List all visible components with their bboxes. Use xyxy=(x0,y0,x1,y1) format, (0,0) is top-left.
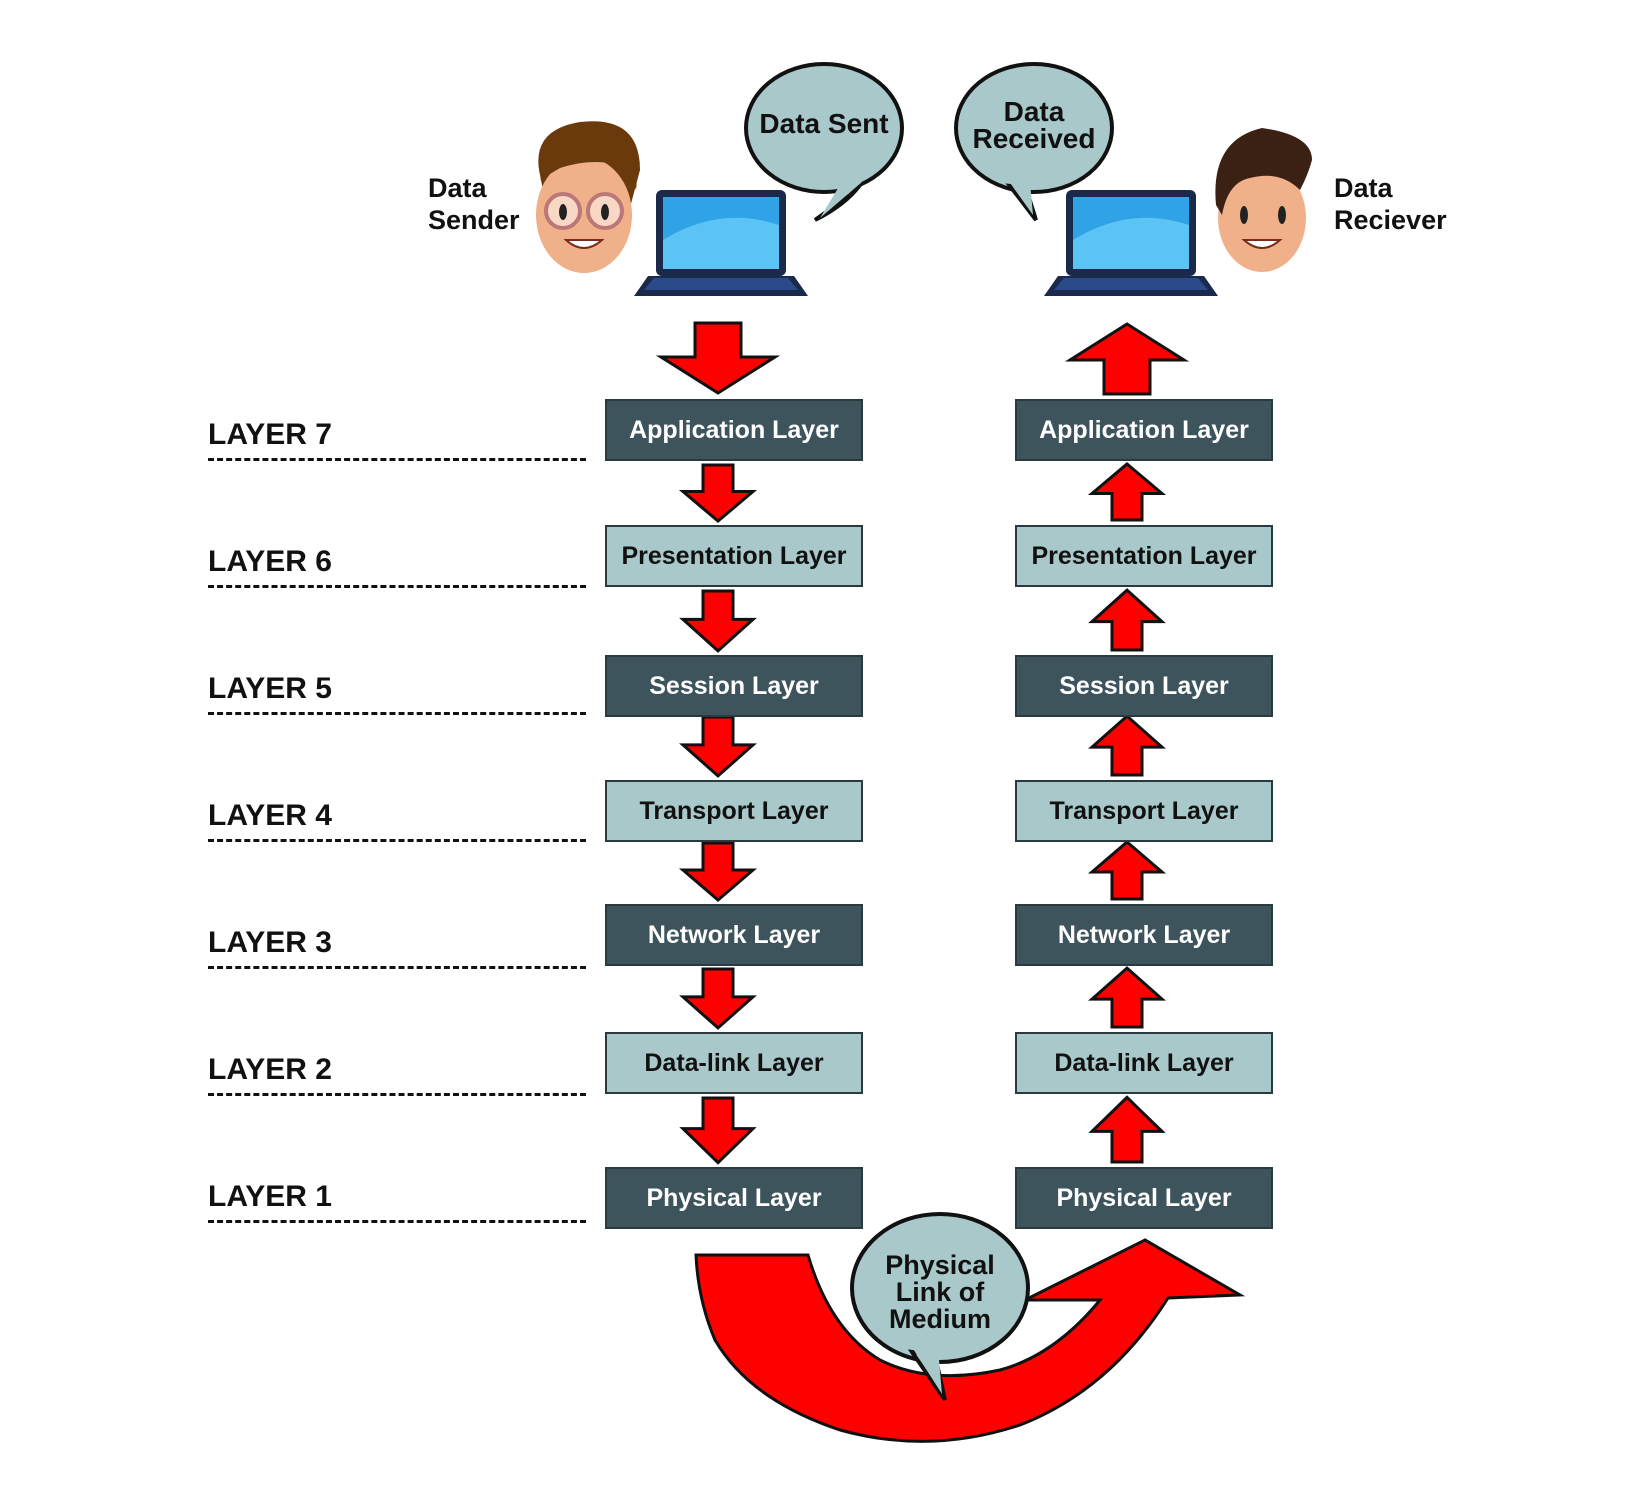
dashed-divider xyxy=(208,712,586,715)
dashed-divider xyxy=(208,1220,586,1223)
receiver-session-layer: Session Layer xyxy=(1015,655,1273,717)
sender-laptop-icon xyxy=(634,190,808,296)
sender-presentation-layer: Presentation Layer xyxy=(605,525,863,587)
receiver-datalink-layer: Data-link Layer xyxy=(1015,1032,1273,1094)
layer-label-4: LAYER 4 xyxy=(208,799,588,842)
down-arrow-icon xyxy=(679,715,757,778)
receiver-application-layer: Application Layer xyxy=(1015,399,1273,461)
layer-label-5: LAYER 5 xyxy=(208,672,588,715)
sender-transport-layer: Transport Layer xyxy=(605,780,863,842)
receiver-avatar-icon xyxy=(1215,128,1312,272)
sender-datalink-layer: Data-link Layer xyxy=(605,1032,863,1094)
sender-physical-layer: Physical Layer xyxy=(605,1167,863,1229)
data-received-bubble xyxy=(954,62,1114,222)
receiver-presentation-layer: Presentation Layer xyxy=(1015,525,1273,587)
layer-label-7: LAYER 7 xyxy=(208,418,588,461)
physical-link-text: Physical Link of Medium xyxy=(852,1252,1028,1333)
physical-link-line2: Link of xyxy=(895,1277,985,1307)
dashed-divider xyxy=(208,839,586,842)
layer-label-2: LAYER 2 xyxy=(208,1053,588,1096)
sender-caption-line1: Data xyxy=(428,173,487,203)
arrows-group xyxy=(655,321,1190,1165)
dashed-divider xyxy=(208,1093,586,1096)
down-arrow-icon xyxy=(655,321,781,395)
sender-caption: Data Sender xyxy=(428,172,520,236)
sender-caption-line2: Sender xyxy=(428,205,520,235)
receiver-caption-line1: Data xyxy=(1334,173,1393,203)
up-arrow-icon xyxy=(1088,966,1166,1029)
physical-medium-u-arrow xyxy=(694,1238,1246,1443)
data-received-text: Data Received xyxy=(956,96,1112,154)
physical-link-line3: Medium xyxy=(888,1304,991,1334)
data-received-line2: Received xyxy=(972,123,1096,154)
receiver-transport-layer: Transport Layer xyxy=(1015,780,1273,842)
receiver-caption: Data Reciever xyxy=(1334,172,1447,236)
up-arrow-icon xyxy=(1064,322,1190,396)
dashed-divider xyxy=(208,585,586,588)
down-arrow-icon xyxy=(678,841,758,902)
down-arrow-icon xyxy=(679,967,757,1030)
layer-label-text: LAYER 4 xyxy=(208,799,332,832)
up-arrow-icon xyxy=(1087,840,1167,901)
sender-network-layer: Network Layer xyxy=(605,904,863,966)
layer-label-text: LAYER 5 xyxy=(208,672,332,705)
layer-label-text: LAYER 6 xyxy=(208,545,332,578)
sender-avatar-icon xyxy=(536,121,640,273)
layer-label-text: LAYER 3 xyxy=(208,926,332,959)
physical-link-bubble xyxy=(850,1212,1030,1402)
data-sent-bubble xyxy=(744,62,904,222)
layer-label-3: LAYER 3 xyxy=(208,926,588,969)
dashed-divider xyxy=(208,458,586,461)
down-arrow-icon xyxy=(678,463,758,524)
receiver-caption-line2: Reciever xyxy=(1334,205,1447,235)
physical-link-line1: Physical xyxy=(885,1250,995,1280)
down-arrow-icon xyxy=(679,589,757,653)
up-arrow-icon xyxy=(1087,461,1167,522)
down-arrow-icon xyxy=(679,1096,757,1165)
layer-label-text: LAYER 2 xyxy=(208,1053,332,1086)
dashed-divider xyxy=(208,966,586,969)
data-sent-text: Data Sent xyxy=(759,108,889,139)
up-arrow-icon xyxy=(1088,588,1166,652)
receiver-network-layer: Network Layer xyxy=(1015,904,1273,966)
layer-label-1: LAYER 1 xyxy=(208,1180,588,1223)
sender-application-layer: Application Layer xyxy=(605,399,863,461)
sender-session-layer: Session Layer xyxy=(605,655,863,717)
up-arrow-icon xyxy=(1088,1095,1166,1164)
layer-label-text: LAYER 1 xyxy=(208,1180,332,1213)
layer-label-6: LAYER 6 xyxy=(208,545,588,588)
receiver-physical-layer: Physical Layer xyxy=(1015,1167,1273,1229)
receiver-laptop-icon xyxy=(1044,190,1218,296)
layer-label-text: LAYER 7 xyxy=(208,418,332,451)
up-arrow-icon xyxy=(1088,714,1166,777)
data-received-line1: Data xyxy=(1003,96,1065,127)
